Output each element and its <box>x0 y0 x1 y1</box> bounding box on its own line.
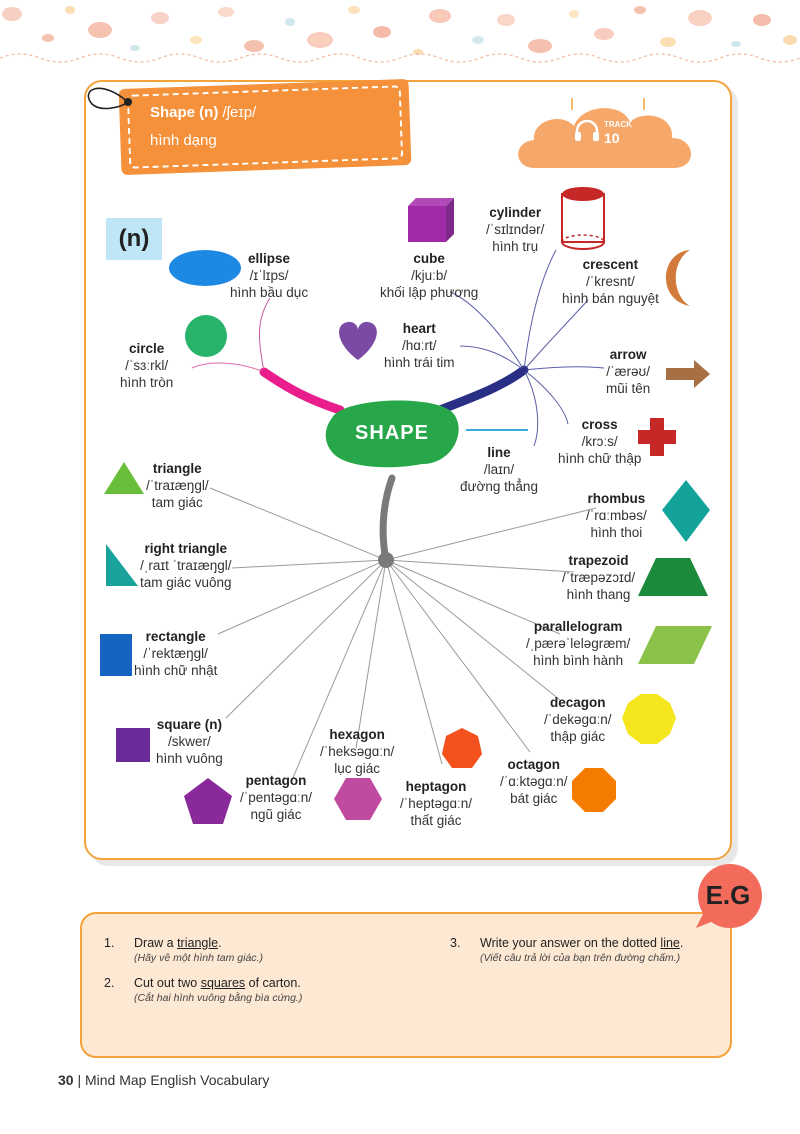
word-circle: circle/ˈsɜːrkl/hình tròn <box>120 341 174 390</box>
word-heptagon: heptagon/ˈheptəgɑːn/thất giác <box>400 779 473 828</box>
cube-shape <box>408 198 454 242</box>
branch-pink <box>259 367 345 415</box>
track-cloud <box>518 98 692 168</box>
decagon-shape <box>622 694 676 744</box>
word-rectangle: rectangle/ˈrektæŋgl/hình chữ nhật <box>134 629 218 678</box>
cylinder-shape <box>561 187 605 250</box>
word-cylinder: cylinder/ˈsɪlɪndər/hình trụ <box>486 205 545 254</box>
cross-shape <box>638 418 676 456</box>
word-square: square (n)/skwer/hình vuông <box>156 717 223 766</box>
rhombus-shape <box>662 480 710 542</box>
tag-string <box>87 87 132 110</box>
trapezoid-shape <box>638 558 708 596</box>
center-label: SHAPE <box>355 422 429 444</box>
triangle-shape <box>104 462 144 494</box>
ellipse-shape <box>169 250 241 286</box>
word-triangle: triangle/ˈtraɪæŋgl/tam giác <box>146 461 209 510</box>
heptagon-shape <box>442 728 482 768</box>
rectangle-shape <box>100 634 132 676</box>
branch-navy <box>435 365 529 415</box>
word-trapezoid: trapezoid/ˈtræpəzɔɪd/hình thang <box>562 553 636 602</box>
word-cross: cross/krɔːs/hình chữ thập <box>558 417 642 466</box>
word-ellipse: ellipse/ɪˈlɪps/hình bầu dục <box>230 251 309 300</box>
hexagon-shape <box>334 778 382 820</box>
eg-badge <box>696 864 762 928</box>
center-blob <box>325 400 459 468</box>
page-footer: 30 | Mind Map English Vocabulary <box>58 1072 270 1088</box>
page-title-meaning: hình dạng <box>150 132 217 149</box>
book-title: Mind Map English Vocabulary <box>85 1072 270 1088</box>
word-heart: heart/hɑːrt/hình trái tim <box>384 321 455 370</box>
heart-shape <box>339 321 377 360</box>
page-title: Shape (n) /ʃeɪp/ <box>150 104 257 121</box>
terrazzo-decoration <box>0 0 800 63</box>
track-label: TRACK <box>604 120 632 129</box>
word-arrow: arrow/ˈærəʊ/mũi tên <box>606 347 651 396</box>
part-of-speech-box: (n) <box>106 218 162 260</box>
arrow-shape <box>666 360 710 388</box>
word-hexagon: hexagon/ˈheksəgɑːn/lục giác <box>320 727 395 776</box>
pentagon-shape <box>184 778 232 824</box>
parallelogram-shape <box>638 626 712 664</box>
word-octagon: octagon/ˈɑːktəgɑːn/bát giác <box>500 757 568 806</box>
headphones-icon[interactable] <box>574 120 600 142</box>
page-number: 30 <box>58 1072 74 1088</box>
track-number: 10 <box>604 130 620 146</box>
eg-badge-text: E.G <box>705 880 751 910</box>
word-pentagon: pentagon/ˈpentəgɑːn/ngũ giác <box>240 773 313 822</box>
word-parallelogram: parallelogram/ˌpærəˈleləgræm/hình bình h… <box>526 619 631 668</box>
word-crescent: crescent/ˈkresnt/hình bán nguyệt <box>562 257 659 306</box>
right-triangle-shape <box>106 544 138 586</box>
branch-gray <box>379 474 396 564</box>
word-cube: cube/kjuːb/khối lập phương <box>380 251 479 300</box>
example-box <box>80 912 732 1058</box>
crescent-shape <box>665 250 690 306</box>
word-decagon: decagon/ˈdekəgɑːn/thập giác <box>544 695 612 744</box>
octagon-shape <box>572 768 616 812</box>
square-shape <box>116 728 150 762</box>
word-line: line/laɪn/đường thẳng <box>460 445 538 494</box>
circle-shape <box>185 315 227 357</box>
word-rhombus: rhombus/ˈrɑːmbəs/hình thoi <box>586 491 647 540</box>
word-right-triangle: right triangle/ˌraɪt ˈtraɪæŋgl/tam giác … <box>140 541 232 590</box>
